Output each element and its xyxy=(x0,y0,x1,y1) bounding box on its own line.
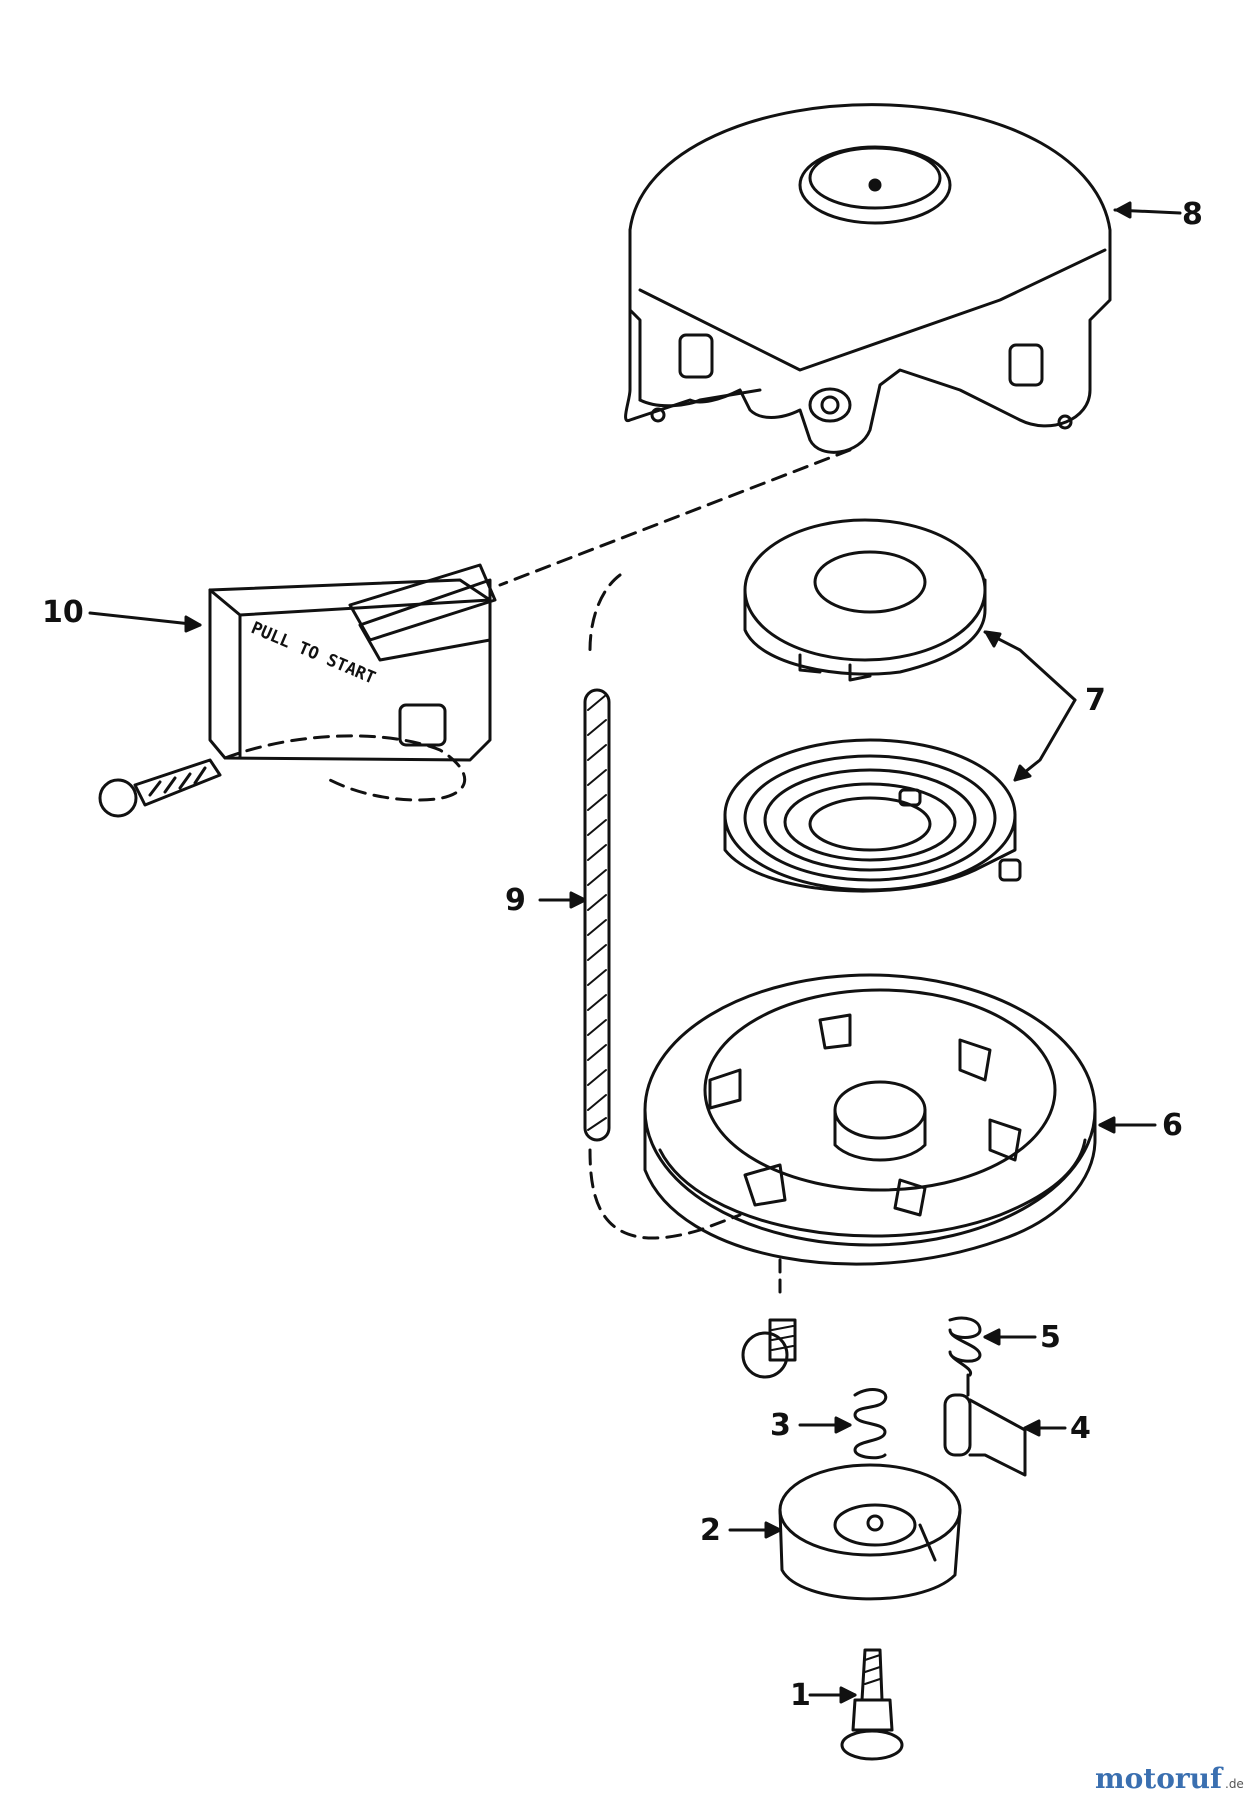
rope-pulley-path-dashed xyxy=(588,573,622,652)
part-1-center-screw xyxy=(840,1648,904,1761)
arrow-10 xyxy=(88,611,202,627)
callout-numbers: 8 10 7 9 6 5 4 3 2 1 xyxy=(42,197,1203,1713)
part-8-starter-housing xyxy=(624,103,1112,454)
part-7-spring-cup xyxy=(743,518,987,682)
part-10-handle: PULL TO START xyxy=(208,563,497,762)
part-7-recoil-spring xyxy=(723,738,1022,893)
part-9-rope xyxy=(583,688,611,1142)
handle-label: PULL TO START xyxy=(248,618,378,688)
callout-7: 7 xyxy=(1085,683,1106,718)
callout-3: 3 xyxy=(770,1408,791,1443)
callout-5: 5 xyxy=(1040,1320,1061,1355)
callout-10: 10 xyxy=(42,595,84,630)
handle-knot-path-dashed xyxy=(223,734,467,802)
callout-6: 6 xyxy=(1162,1108,1183,1143)
watermark-logo: motoruf .de xyxy=(1095,1762,1244,1795)
pulley-screw xyxy=(741,1318,797,1379)
part-3-brake-spring xyxy=(853,1388,888,1460)
callout-2: 2 xyxy=(700,1513,721,1548)
callout-4: 4 xyxy=(1070,1411,1091,1446)
callout-arrows xyxy=(88,201,1182,1704)
part-4-pawl xyxy=(943,1393,1027,1477)
watermark-text: motoruf xyxy=(1095,1762,1224,1795)
part-5-pawl-spring xyxy=(948,1316,982,1397)
rope-pulley-path-lower-dashed xyxy=(588,1148,742,1240)
callout-1: 1 xyxy=(790,1678,811,1713)
callout-9: 9 xyxy=(505,883,526,918)
callout-8: 8 xyxy=(1182,197,1203,232)
watermark-suffix: .de xyxy=(1225,1777,1244,1791)
arrow-7a xyxy=(983,630,1077,702)
part-6-pulley xyxy=(643,973,1097,1266)
handle-knot xyxy=(98,758,222,818)
rope-path-dashed xyxy=(498,448,852,587)
part-2-retainer xyxy=(778,1463,962,1601)
